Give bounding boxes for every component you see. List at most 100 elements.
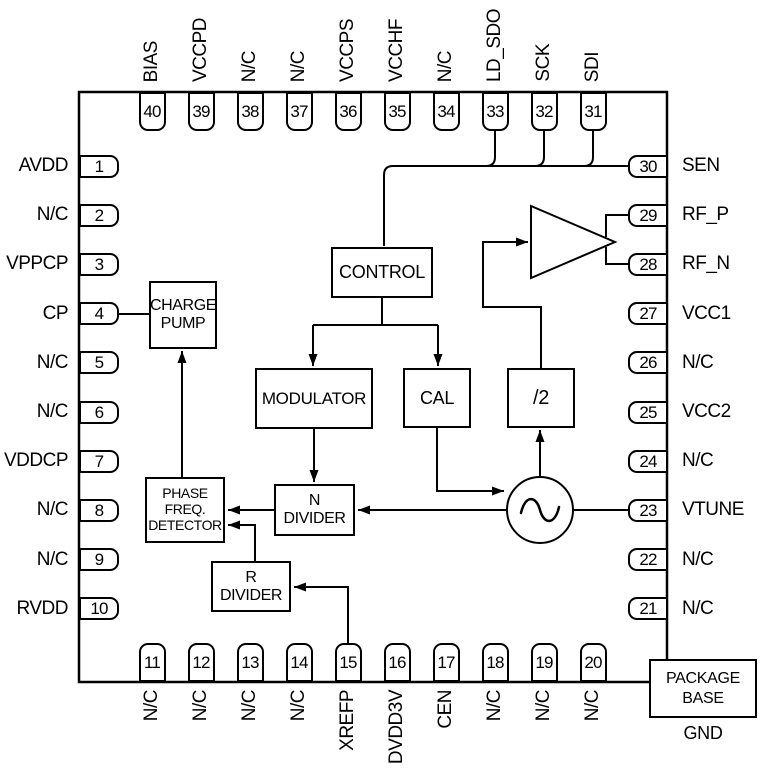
pin-6: 6 <box>79 400 119 424</box>
pin-7-number: 7 <box>94 451 104 471</box>
pin-31: 31 <box>579 92 607 131</box>
pin-26-label: N/C <box>682 351 714 373</box>
pin-6-number: 6 <box>94 402 104 422</box>
pin-23: 23 <box>628 498 668 522</box>
pin-14: 14 <box>285 643 313 682</box>
pin-25-number: 25 <box>639 402 657 422</box>
pin-32: 32 <box>530 92 558 131</box>
pin-10-label: RVDD <box>16 597 69 619</box>
pin-17: 17 <box>432 643 460 682</box>
pin-2-label: N/C <box>36 204 69 226</box>
pin-9-label: N/C <box>36 548 69 570</box>
pin-11-label: N/C <box>141 690 162 722</box>
amplifier-icon <box>530 204 618 280</box>
pin-19: 19 <box>530 643 558 682</box>
pin-13-number: 13 <box>241 653 259 672</box>
pin-9-number: 9 <box>94 550 104 570</box>
pin-1: 1 <box>79 154 119 178</box>
pin-10-number: 10 <box>90 599 108 619</box>
pin-33-label: LD_SDO <box>484 8 505 82</box>
pin-38: 38 <box>236 92 264 131</box>
pin-29: 29 <box>628 203 668 227</box>
pin-37-label: N/C <box>288 50 309 82</box>
pin-5: 5 <box>79 351 119 375</box>
pin-35-label: VCCHF <box>386 19 407 82</box>
pin-22: 22 <box>628 548 668 572</box>
pin-7-label: VDDCP <box>3 450 69 472</box>
pin-8-label: N/C <box>36 499 69 521</box>
pin-22-label: N/C <box>682 548 714 570</box>
pin-28-label: RF_N <box>682 253 730 275</box>
pin-39-number: 39 <box>192 102 210 121</box>
modulator-block: MODULATOR <box>255 368 373 429</box>
pin-13-label: N/C <box>239 690 260 722</box>
pin-23-label: VTUNE <box>682 499 744 521</box>
wire-div2-to-amplifier <box>482 237 542 368</box>
pin-16-label: DVDD3V <box>386 690 407 765</box>
pin-10: 10 <box>79 597 119 621</box>
pin-12: 12 <box>187 643 215 682</box>
pin-21: 21 <box>628 597 668 621</box>
pin-27: 27 <box>628 302 668 326</box>
pin-6-label: N/C <box>36 401 69 422</box>
pin-34-label: N/C <box>435 50 456 82</box>
pin-24-label: N/C <box>682 450 714 472</box>
pin-35: 35 <box>383 92 411 131</box>
pin-3: 3 <box>79 252 119 276</box>
pin-37-number: 37 <box>290 102 308 121</box>
pin-11-number: 11 <box>143 653 161 672</box>
pin-26: 26 <box>628 351 668 375</box>
pin-33: 33 <box>481 92 509 131</box>
pin-34-number: 34 <box>437 102 455 121</box>
pin-25-label: VCC2 <box>682 401 731 422</box>
gnd-label: GND <box>683 723 723 743</box>
pin-38-label: N/C <box>239 50 260 82</box>
phase-freq-detector-block: PHASE FREQ. DETECTOR <box>145 477 225 543</box>
pin-15-label: XREFP <box>337 690 358 751</box>
pin-39-label: VCCPD <box>190 17 211 82</box>
pin-4: 4 <box>79 302 119 326</box>
wire-cal-to-vco <box>436 428 504 496</box>
pin-27-label: VCC1 <box>682 302 731 324</box>
wire-sck-to-bus <box>534 131 545 167</box>
pin-32-label: SCK <box>533 44 554 82</box>
wire-ld-sdo-to-bus <box>485 131 496 167</box>
pin-17-number: 17 <box>437 653 455 672</box>
wire-r-divider-to-pfd <box>228 520 256 561</box>
pin-40-label: BIAS <box>141 40 162 82</box>
pin-40-number: 40 <box>143 102 161 121</box>
pin-27-number: 27 <box>639 304 657 324</box>
pin-26-number: 26 <box>639 353 657 373</box>
pin-20: 20 <box>579 643 607 682</box>
pin-15: 15 <box>334 643 362 682</box>
pin-5-number: 5 <box>94 353 104 373</box>
pin-16-number: 16 <box>388 653 406 672</box>
pin-8: 8 <box>79 498 119 522</box>
pin-5-label: N/C <box>36 351 69 373</box>
pin-25: 25 <box>628 400 668 424</box>
pin-23-number: 23 <box>639 500 657 520</box>
pin-31-number: 31 <box>584 102 602 121</box>
pin-28-number: 28 <box>639 254 657 274</box>
pin-14-label: N/C <box>288 690 309 722</box>
pin-3-label: VPPCP <box>6 253 68 275</box>
pin-14-number: 14 <box>290 653 308 672</box>
pin-15-number: 15 <box>339 653 357 672</box>
pin-18-label: N/C <box>484 690 505 722</box>
pin-8-number: 8 <box>94 500 104 520</box>
wire-xrefp-to-r-divider <box>294 582 349 643</box>
pin-30-number: 30 <box>639 156 657 176</box>
charge-pump-block: CHARGE PUMP <box>149 281 217 349</box>
divide-by-2-block: /2 <box>507 368 575 428</box>
pin-19-label: N/C <box>533 690 554 722</box>
cal-block: CAL <box>403 368 471 428</box>
wire-amplifier-to-rf-n <box>605 247 628 265</box>
pin-21-number: 21 <box>639 599 657 619</box>
package-base-block: PACKAGE BASE <box>649 659 757 718</box>
pin-24: 24 <box>628 449 668 473</box>
wire-sdi-to-bus <box>583 131 594 167</box>
pin-31-label: SDI <box>582 51 603 82</box>
pin-18: 18 <box>481 643 509 682</box>
pin-34: 34 <box>432 92 460 131</box>
